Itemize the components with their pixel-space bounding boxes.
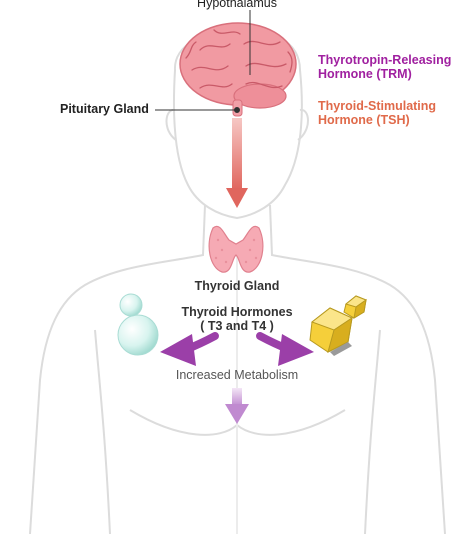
thyroid-hormones-line1: Thyroid Hormones xyxy=(181,305,293,319)
label-pointer-lines xyxy=(155,10,251,113)
right-hormone-arrow xyxy=(256,332,314,366)
metabolism-arrow xyxy=(225,388,249,424)
hypothalamus-label: Hypothalamus xyxy=(197,0,277,10)
thyroid-hormones-label: Thyroid Hormones ( T3 and T4 ) xyxy=(0,305,474,334)
trh-label-line1: Thyrotropin-Releasing xyxy=(318,53,452,67)
increased-metabolism-label: Increased Metabolism xyxy=(175,368,299,382)
thyroid-gland-icon xyxy=(208,225,264,273)
pituitary-gland-label: Pituitary Gland xyxy=(60,102,149,116)
trh-label-line2: Hormone (TRM) xyxy=(318,67,412,82)
thyroid-hormones-line2: ( T3 and T4 ) xyxy=(200,319,274,334)
left-hormone-arrow xyxy=(160,332,219,366)
brain-icon xyxy=(179,22,297,117)
tsh-label-line1: Thyroid-Stimulating xyxy=(318,99,437,113)
thyroid-texture xyxy=(214,238,258,264)
thyroid-gland-label: Thyroid Gland xyxy=(194,279,280,293)
tsh-label-line2: Hormone (TSH) xyxy=(318,113,410,128)
bubbles-icon xyxy=(117,293,159,356)
tsh-label: Thyroid-Stimulating Hormone (TSH) xyxy=(318,99,436,128)
trh-label: Thyrotropin-Releasing Hormone (TRM) xyxy=(318,53,451,82)
pituitary-to-thyroid-arrow xyxy=(226,118,248,208)
cubes-icon xyxy=(309,295,368,356)
